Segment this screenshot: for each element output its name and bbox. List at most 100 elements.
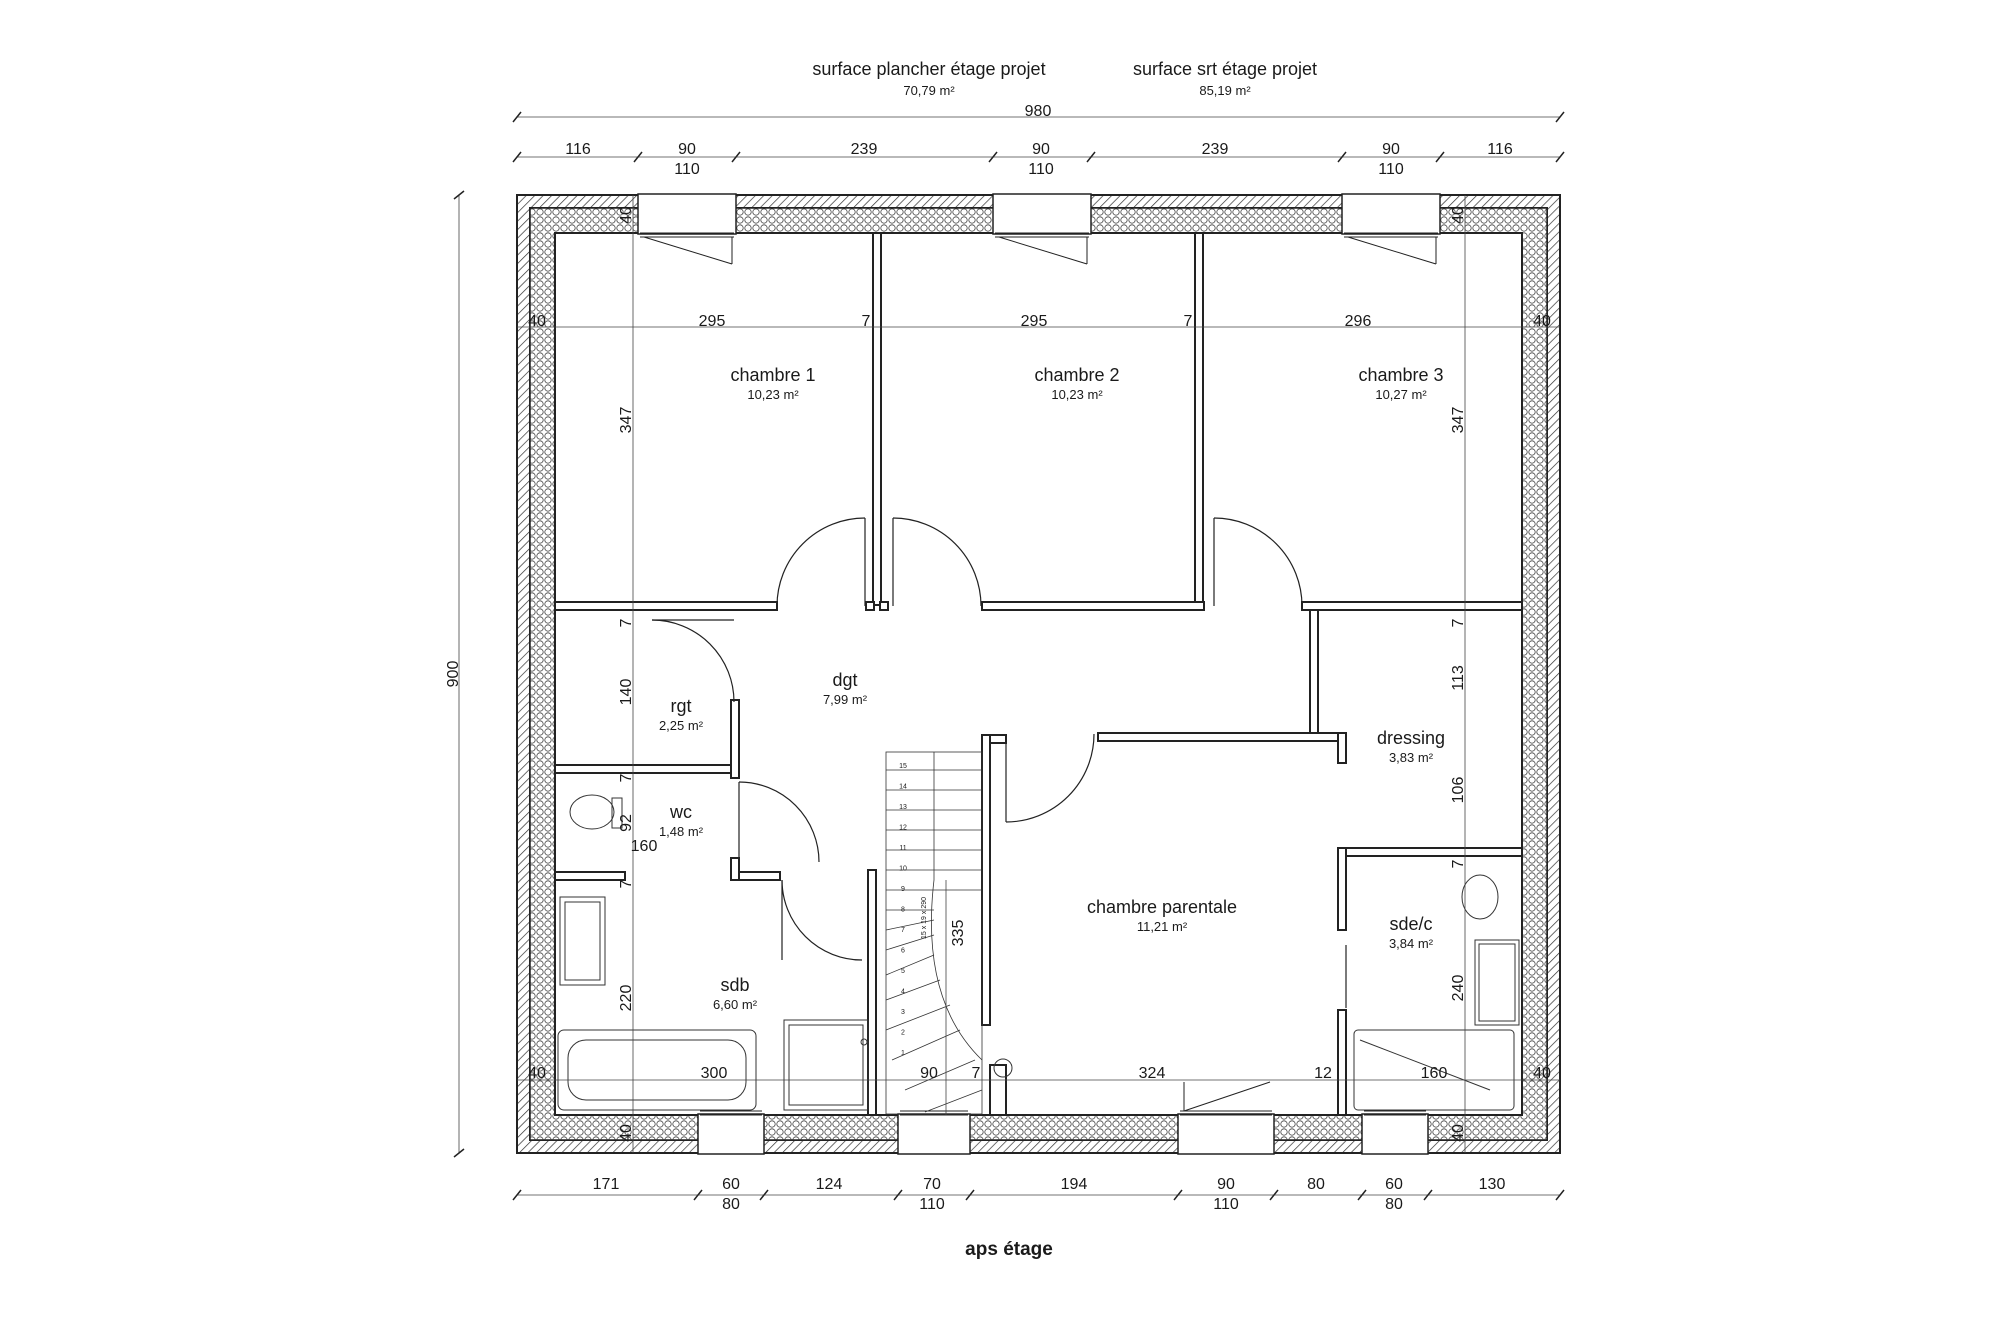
dim-top-sub: 110 bbox=[1028, 161, 1054, 178]
windows bbox=[637, 193, 1441, 1155]
dim-left: 7 bbox=[618, 618, 635, 627]
dim-top-sub: 110 bbox=[1378, 161, 1404, 178]
room-chambre3-area: 10,27 m² bbox=[1375, 387, 1427, 402]
toilet bbox=[1461, 874, 1499, 920]
dim-right: 40 bbox=[1450, 1124, 1467, 1142]
fixtures bbox=[557, 794, 1520, 1111]
dim-top-sub: 110 bbox=[674, 161, 700, 178]
stair-step-number: 6 bbox=[901, 948, 905, 955]
room-dgt-name: dgt bbox=[832, 670, 857, 690]
dim-left: 92 bbox=[618, 814, 635, 832]
dim-left: 40 bbox=[618, 1124, 635, 1142]
surface-plancher-label: surface plancher étage projet bbox=[812, 59, 1045, 79]
sdb-sink bbox=[559, 896, 606, 986]
room-sdec-name: sde/c bbox=[1389, 914, 1432, 934]
interior-walls bbox=[554, 232, 1523, 1116]
surface-srt-label: surface srt étage projet bbox=[1133, 59, 1317, 79]
stair-step-number: 11 bbox=[899, 845, 906, 852]
dim-top: 239 bbox=[1202, 141, 1229, 158]
room-chambre1-area: 10,23 m² bbox=[747, 387, 799, 402]
column bbox=[993, 1058, 1013, 1078]
dim-lower: 90 bbox=[920, 1065, 938, 1082]
dim-bottom: 80 bbox=[1307, 1176, 1325, 1193]
overall-height: 900 bbox=[445, 661, 462, 688]
dim-top: 90 bbox=[1032, 141, 1050, 158]
dim-right: 40 bbox=[1450, 206, 1467, 224]
stair-step-number: 1 bbox=[901, 1050, 905, 1057]
dim-left: 140 bbox=[618, 679, 635, 706]
window-frames bbox=[640, 232, 1438, 1116]
stair-step-number: 8 bbox=[901, 907, 905, 914]
room-sdec-area: 3,84 m² bbox=[1389, 936, 1434, 951]
stair-step-number: 4 bbox=[901, 989, 905, 996]
room-rgt-name: rgt bbox=[670, 696, 691, 716]
dim-lower: 324 bbox=[1139, 1065, 1166, 1082]
dim-upper: 40 bbox=[1533, 313, 1551, 330]
dim-upper: 7 bbox=[1184, 313, 1193, 330]
stair-step-number: 7 bbox=[901, 927, 905, 934]
dim-bottom: 60 bbox=[722, 1176, 740, 1193]
stair-step-number: 14 bbox=[899, 784, 907, 791]
dim-right: 7 bbox=[1450, 618, 1467, 627]
bathtub bbox=[557, 1029, 757, 1111]
shower-sde bbox=[1353, 1029, 1515, 1111]
room-chambre-parentale-area: 11,21 m² bbox=[1137, 919, 1188, 934]
dim-left-160: 160 bbox=[631, 838, 658, 855]
shower-sdb bbox=[783, 1019, 869, 1111]
dim-bottom-sub: 110 bbox=[919, 1196, 945, 1213]
room-sdb-area: 6,60 m² bbox=[713, 997, 758, 1012]
room-dgt-area: 7,99 m² bbox=[823, 692, 868, 707]
dim-left: 347 bbox=[618, 407, 635, 434]
dim-lower: 12 bbox=[1314, 1065, 1332, 1082]
room-chambre3-name: chambre 3 bbox=[1358, 365, 1443, 385]
dim-left: 7 bbox=[618, 773, 635, 782]
dim-right: 106 bbox=[1450, 777, 1467, 804]
dim-top: 116 bbox=[565, 141, 591, 158]
exterior-walls bbox=[516, 194, 1561, 1154]
dim-bottom-sub: 80 bbox=[1385, 1196, 1403, 1213]
stair-step-number: 3 bbox=[901, 1009, 905, 1016]
dim-bottom: 130 bbox=[1479, 1176, 1506, 1193]
stair-height: 335 bbox=[950, 920, 967, 947]
dimension-lines bbox=[458, 116, 1560, 1196]
stair-step-number: 10 bbox=[899, 866, 907, 873]
dim-top: 90 bbox=[1382, 141, 1400, 158]
dim-upper: 40 bbox=[528, 313, 546, 330]
room-chambre-parentale-name: chambre parentale bbox=[1087, 897, 1237, 917]
room-wc-name: wc bbox=[669, 802, 692, 822]
dim-left: 220 bbox=[618, 985, 635, 1012]
dim-lower: 300 bbox=[701, 1065, 728, 1082]
stair-step-number: 15 bbox=[899, 763, 907, 770]
room-chambre1-name: chambre 1 bbox=[730, 365, 815, 385]
plan-title: aps étage bbox=[965, 1239, 1053, 1260]
stair-step-number: 13 bbox=[899, 804, 907, 811]
dim-upper: 295 bbox=[1021, 313, 1048, 330]
dim-bottom: 60 bbox=[1385, 1176, 1403, 1193]
room-wc-area: 1,48 m² bbox=[659, 824, 704, 839]
dim-bottom-sub: 110 bbox=[1213, 1196, 1239, 1213]
room-chambre2-name: chambre 2 bbox=[1034, 365, 1119, 385]
dim-right: 347 bbox=[1450, 407, 1467, 434]
room-sdb-name: sdb bbox=[720, 975, 749, 995]
dim-bottom: 194 bbox=[1061, 1176, 1088, 1193]
dim-upper: 7 bbox=[862, 313, 871, 330]
dimension-ticks bbox=[453, 111, 1565, 1201]
room-dressing-name: dressing bbox=[1377, 728, 1445, 748]
stair-step-number: 12 bbox=[899, 825, 907, 832]
dim-left: 40 bbox=[618, 206, 635, 224]
dim-lower: 40 bbox=[1533, 1065, 1551, 1082]
surface-plancher-value: 70,79 m² bbox=[903, 83, 955, 98]
dim-left: 7 bbox=[618, 879, 635, 888]
dim-top: 90 bbox=[678, 141, 696, 158]
overall-width: 980 bbox=[1025, 103, 1052, 120]
dim-lower: 40 bbox=[528, 1065, 546, 1082]
dim-right: 7 bbox=[1450, 859, 1467, 868]
dim-bottom-sub: 80 bbox=[722, 1196, 740, 1213]
dim-right: 113 bbox=[1450, 665, 1467, 691]
dim-bottom: 90 bbox=[1217, 1176, 1235, 1193]
sde-sink bbox=[1474, 939, 1520, 1026]
dim-bottom: 70 bbox=[923, 1176, 941, 1193]
dim-right: 240 bbox=[1450, 975, 1467, 1002]
toilet bbox=[569, 794, 615, 830]
